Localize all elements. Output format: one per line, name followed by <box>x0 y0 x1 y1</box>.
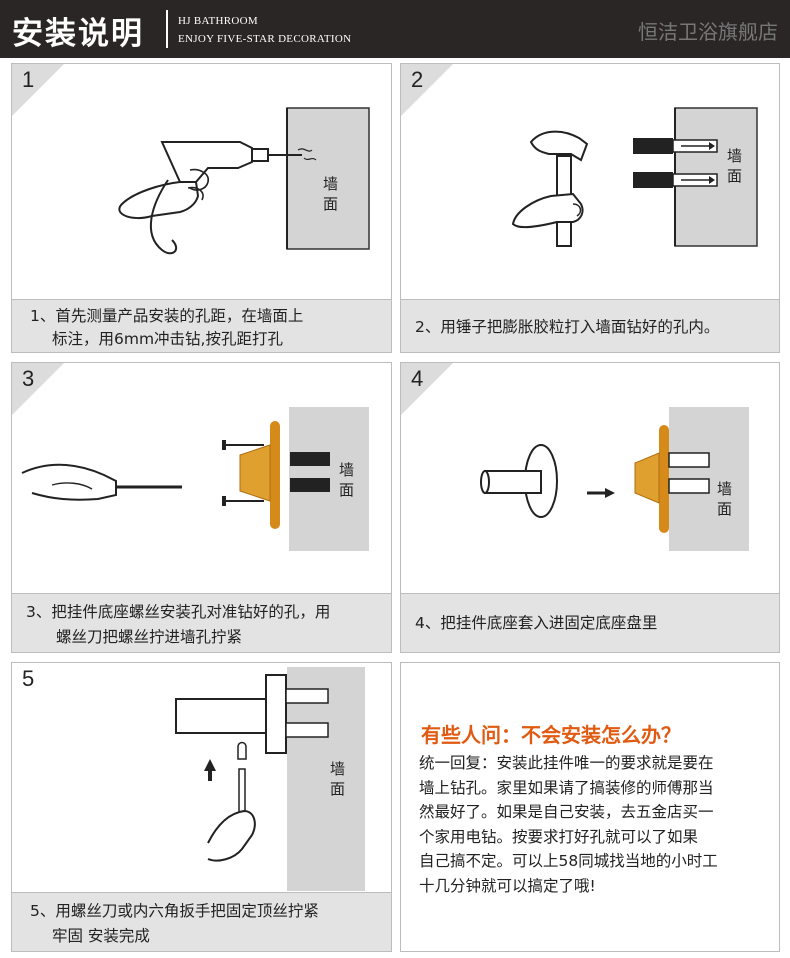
tighten-illustration <box>175 667 365 891</box>
faq-answer-line: 自己搞不定。可以上58同城找当地的小时工 <box>419 852 718 870</box>
faq-question: 有些人问：不会安装怎么办？ <box>421 723 681 747</box>
header-divider <box>166 10 168 48</box>
step-number: 2 <box>411 67 424 92</box>
wall-label: 墙面 <box>323 175 339 213</box>
step-caption: 1、首先测量产品安装的孔距，在墙面上 标注，用6mm冲击钻,按孔距打孔 <box>12 299 391 352</box>
wall-label: 墙面 <box>330 760 346 798</box>
store-name: 恒洁卫浴旗舰店 <box>638 20 778 44</box>
step-number: 5 <box>22 666 35 691</box>
brand-slogan: ENJOY FIVE-STAR DECORATION <box>178 33 352 45</box>
wall-label: 墙面 <box>727 147 743 185</box>
step-caption: 2、用锤子把膨胀胶粒打入墙面钻好的孔内。 <box>401 299 779 352</box>
step-number: 4 <box>411 366 424 391</box>
wall-label: 墙面 <box>339 461 355 499</box>
header-bar: 安装说明 HJ BATHROOM ENJOY FIVE-STAR DECORAT… <box>0 0 790 58</box>
step-panel-4: 墙面 4 4、把挂件底座套入进固定底座盘里 <box>400 362 780 653</box>
caption-line-2: 牢固 安装完成 <box>52 927 150 945</box>
base-insert-illustration <box>401 363 749 551</box>
step-number: 3 <box>22 366 35 391</box>
page-title: 安装说明 <box>12 16 144 52</box>
wall-label: 墙面 <box>717 480 733 518</box>
faq-answer-line: 个家用电钻。按要求打好孔就可以了如果 <box>419 827 699 846</box>
faq-answer-line: 然最好了。如果是自己安装，去五金店买一 <box>419 803 714 821</box>
step-panel-3: 墙面 3 3、把挂件底座螺丝安装孔对准钻好的孔，用 螺丝刀把螺丝拧进墙孔拧紧 <box>11 362 392 653</box>
faq-answer: 统一回复：安装此挂件唯一的要求就是要在 墙上钻孔。家里如果请了搞装修的师傅那当 … <box>419 751 773 898</box>
faq-panel: 有些人问：不会安装怎么办？ 统一回复：安装此挂件唯一的要求就是要在 墙上钻孔。家… <box>400 662 780 952</box>
caption-line-1: 5、用螺丝刀或内六角扳手把固定顶丝拧紧 <box>30 902 319 920</box>
caption-line-2: 螺丝刀把螺丝拧进墙孔拧紧 <box>56 628 243 646</box>
drill-illustration <box>12 64 370 255</box>
step-caption: 4、把挂件底座套入进固定底座盘里 <box>401 593 779 652</box>
caption-line-1: 3、把挂件底座螺丝安装孔对准钻好的孔，用 <box>26 603 331 621</box>
caption-line-1: 2、用锤子把膨胀胶粒打入墙面钻好的孔内。 <box>415 318 720 336</box>
caption-line-2: 标注，用6mm冲击钻,按孔距打孔 <box>52 330 283 348</box>
faq-answer-line: 十几分钟就可以搞定了哦! <box>419 876 596 895</box>
step-panel-1: 墙面 1 1、首先测量产品安装的孔距，在墙面上 标注，用6mm冲击钻,按孔距打孔 <box>11 63 392 353</box>
step-number: 1 <box>22 67 35 92</box>
caption-line-1: 4、把挂件底座套入进固定底座盘里 <box>415 614 658 632</box>
caption-line-1: 1、首先测量产品安装的孔距，在墙面上 <box>30 307 304 325</box>
brand-name: HJ BATHROOM <box>178 15 259 27</box>
step-caption: 3、把挂件底座螺丝安装孔对准钻好的孔，用 螺丝刀把螺丝拧进墙孔拧紧 <box>12 593 391 652</box>
faq-answer-line: 统一回复：安装此挂件唯一的要求就是要在 <box>419 754 714 772</box>
step-panel-2: 墙面 2 2、用锤子把膨胀胶粒打入墙面钻好的孔内。 <box>400 63 780 353</box>
step-caption: 5、用螺丝刀或内六角扳手把固定顶丝拧紧 牢固 安装完成 <box>12 892 391 951</box>
faq-answer-line: 墙上钻孔。家里如果请了搞装修的师傅那当 <box>419 778 714 797</box>
screwdriver-illustration <box>12 363 369 551</box>
hammer-illustration <box>401 64 758 247</box>
step-panel-5: 墙面 5 5、用螺丝刀或内六角扳手把固定顶丝拧紧 牢固 安装完成 <box>11 662 392 952</box>
